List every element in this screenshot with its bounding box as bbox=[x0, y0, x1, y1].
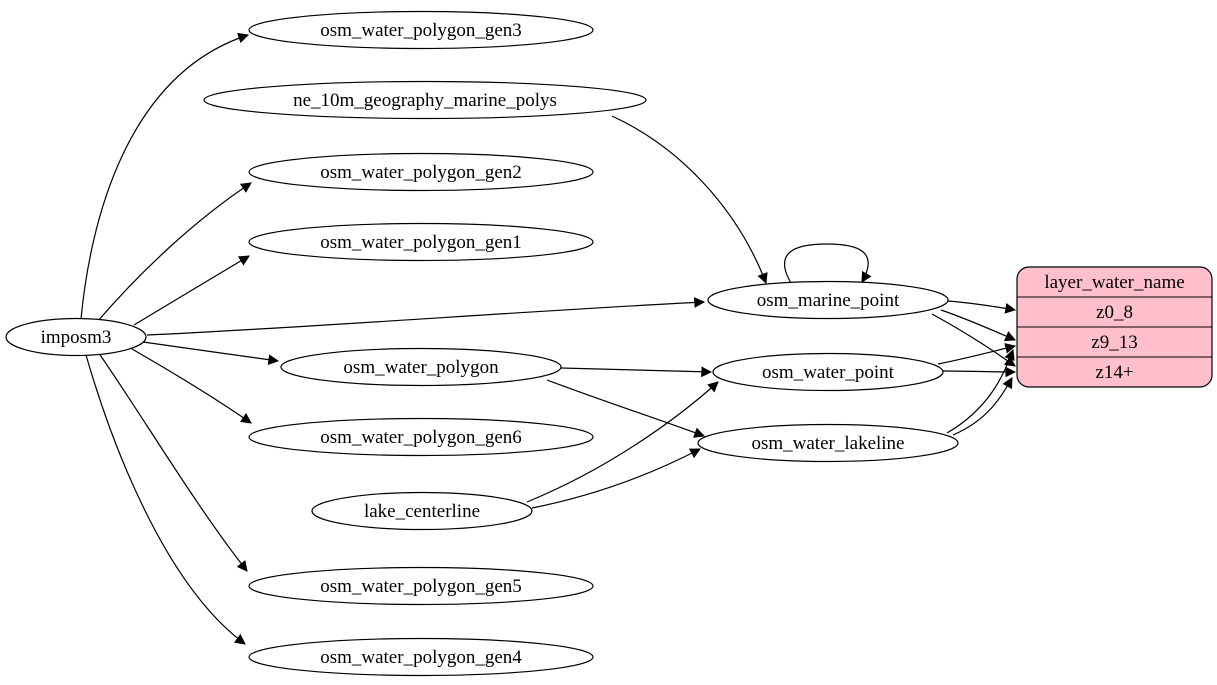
record-row-z0_8: z0_8 bbox=[1096, 302, 1133, 323]
node-osm_water_polygon-shape bbox=[280, 347, 562, 387]
node-osm_water_polygon_gen4: osm_water_polygon_gen4 bbox=[248, 637, 594, 677]
edge-osm_marine_point-to-z0_8 bbox=[947, 300, 1017, 314]
node-imposm3: imposm3 bbox=[5, 317, 147, 357]
edge-osm_water_polygon-to-osm_water_point bbox=[560, 366, 713, 378]
edge-lake_centerline-to-osm_water_lakeline bbox=[531, 448, 701, 509]
edge-imposm3-to-osm_water_polygon_gen5 bbox=[97, 351, 248, 572]
node-osm_water_polygon_gen5-shape bbox=[248, 566, 594, 606]
edge-imposm3-to-osm_water_polygon_gen4 bbox=[85, 354, 246, 645]
node-osm_marine_point-label: osm_marine_point bbox=[757, 290, 900, 311]
node-osm_water_polygon_gen6-label: osm_water_polygon_gen6 bbox=[320, 427, 522, 448]
node-osm_water_point-shape bbox=[712, 352, 944, 392]
node-osm_water_lakeline-label: osm_water_lakeline bbox=[751, 433, 904, 454]
node-imposm3-label: imposm3 bbox=[41, 327, 112, 348]
node-osm_water_polygon_gen2: osm_water_polygon_gen2 bbox=[248, 152, 594, 192]
node-ne_10m_geography_marine_polys: ne_10m_geography_marine_polys bbox=[203, 80, 647, 120]
edge-imposm3-to-osm_marine_point bbox=[146, 297, 706, 336]
edges-layer bbox=[80, 32, 1017, 645]
edge-osm_marine_point-self-loop bbox=[784, 243, 872, 284]
node-osm_water_polygon_gen4-label: osm_water_polygon_gen4 bbox=[320, 647, 522, 668]
node-osm_water_polygon_gen6: osm_water_polygon_gen6 bbox=[248, 417, 594, 457]
edge-osm_water_polygon-to-osm_water_lakeline bbox=[546, 379, 706, 438]
node-osm_water_polygon_gen2-shape bbox=[248, 152, 594, 192]
edge-osm_marine_point-to-z9_13 bbox=[940, 309, 1016, 342]
node-osm_water_polygon_gen5: osm_water_polygon_gen5 bbox=[248, 566, 594, 606]
edge-osm_water_lakeline-to-z14plus bbox=[952, 377, 1013, 436]
node-osm_water_polygon_gen3: osm_water_polygon_gen3 bbox=[248, 10, 594, 50]
node-osm_water_polygon_gen2-label: osm_water_polygon_gen2 bbox=[320, 162, 522, 183]
node-osm_marine_point: osm_marine_point bbox=[707, 280, 949, 320]
node-imposm3-shape bbox=[5, 317, 147, 357]
node-osm_water_polygon_gen1-shape bbox=[248, 222, 594, 262]
node-osm_water_lakeline-shape bbox=[697, 423, 959, 463]
node-osm_water_lakeline: osm_water_lakeline bbox=[697, 423, 959, 463]
node-osm_water_polygon_gen5-label: osm_water_polygon_gen5 bbox=[320, 576, 522, 597]
node-layer_water_name: layer_water_name z0_8 z9_13 z14+ bbox=[1016, 266, 1213, 388]
edge-osm_water_point-to-z9_13 bbox=[937, 343, 1017, 365]
node-osm_water_polygon_gen4-shape bbox=[248, 637, 594, 677]
node-lake_centerline: lake_centerline bbox=[311, 491, 533, 531]
node-osm_water_point-label: osm_water_point bbox=[762, 362, 895, 383]
record-title: layer_water_name bbox=[1044, 272, 1184, 293]
node-osm_water_polygon_gen1-label: osm_water_polygon_gen1 bbox=[320, 232, 522, 253]
node-ne_10m_geography_marine_polys-shape bbox=[203, 80, 647, 120]
node-osm_water_polygon_gen1: osm_water_polygon_gen1 bbox=[248, 222, 594, 262]
node-osm_water_point: osm_water_point bbox=[712, 352, 944, 392]
edge-osm_water_point-to-z14plus bbox=[942, 366, 1017, 378]
record-row-z14plus: z14+ bbox=[1095, 362, 1133, 383]
node-osm_water_polygon_gen3-label: osm_water_polygon_gen3 bbox=[320, 20, 522, 41]
node-osm_water_polygon-label: osm_water_polygon bbox=[343, 357, 499, 378]
node-ne_10m_geography_marine_polys-label: ne_10m_geography_marine_polys bbox=[293, 90, 557, 111]
edge-imposm3-to-osm_water_polygon_gen1 bbox=[133, 255, 250, 326]
edge-ne_10m_geography_marine_polys-to-osm_marine_point bbox=[611, 115, 768, 285]
record-row-z9_13: z9_13 bbox=[1091, 332, 1137, 353]
node-osm_water_polygon_gen3-shape bbox=[248, 10, 594, 50]
node-osm_water_polygon: osm_water_polygon bbox=[280, 347, 562, 387]
node-lake_centerline-shape bbox=[311, 491, 533, 531]
node-osm_water_polygon_gen6-shape bbox=[248, 417, 594, 457]
edge-imposm3-to-osm_water_polygon_gen3 bbox=[80, 32, 250, 320]
edge-osm_water_lakeline-to-z9_13 bbox=[946, 348, 1015, 434]
edge-imposm3-to-osm_water_polygon_gen6 bbox=[131, 348, 252, 424]
edge-imposm3-to-osm_water_polygon bbox=[142, 341, 280, 366]
edge-lake_centerline-to-osm_water_point bbox=[526, 381, 719, 503]
node-lake_centerline-label: lake_centerline bbox=[364, 501, 480, 522]
node-osm_marine_point-shape bbox=[707, 280, 949, 320]
edge-imposm3-to-osm_water_polygon_gen2 bbox=[96, 182, 252, 323]
